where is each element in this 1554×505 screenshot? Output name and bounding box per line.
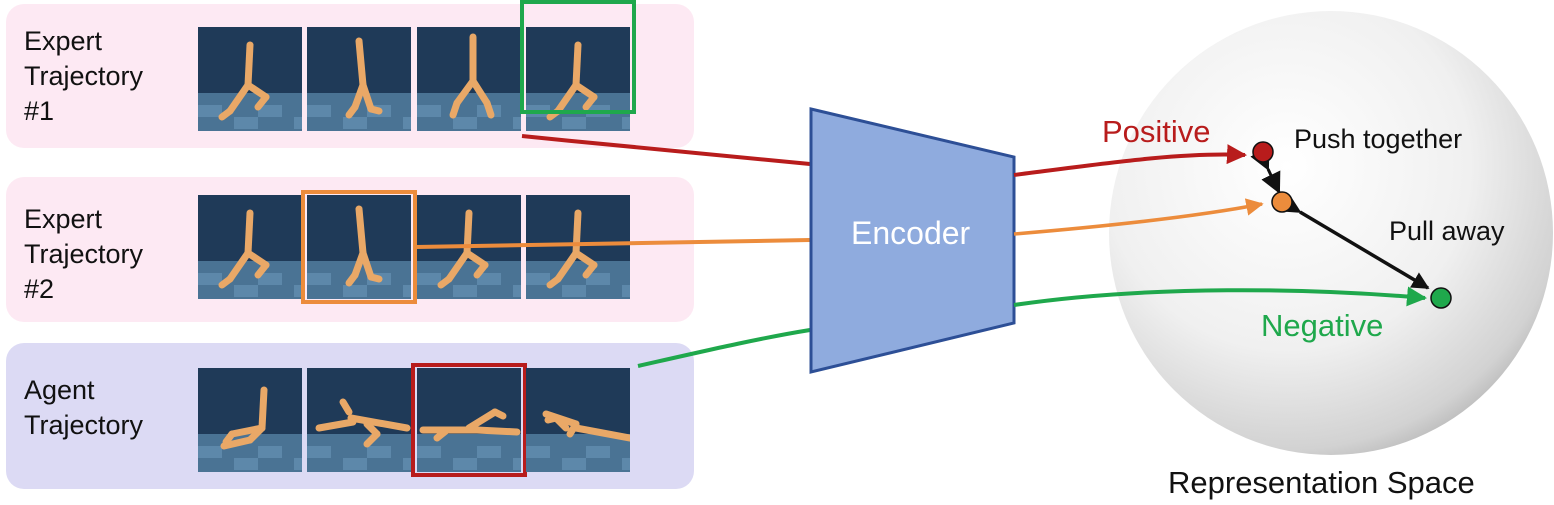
row-label-expert-2: Expert Trajectory #2 bbox=[24, 202, 143, 307]
negative-connector-line bbox=[637, 328, 811, 368]
encoder-block bbox=[809, 107, 1016, 374]
trajectory-frame bbox=[198, 368, 302, 472]
highlighted-frame-box bbox=[520, 0, 636, 114]
row-label-line: Trajectory bbox=[24, 410, 144, 440]
trajectory-frame bbox=[417, 27, 521, 131]
row-label-line: Trajectory bbox=[24, 61, 144, 91]
anchor-point bbox=[1271, 191, 1293, 213]
trajectory-frame bbox=[307, 195, 411, 299]
row-label-line: Agent bbox=[24, 375, 95, 405]
anchor-embedding-arrow bbox=[1013, 198, 1264, 236]
row-label-agent: Agent Trajectory bbox=[24, 373, 143, 443]
positive-label: Positive bbox=[1102, 114, 1211, 149]
push-together-label: Push together bbox=[1294, 124, 1463, 154]
positive-connector-line bbox=[521, 134, 811, 166]
anchor-connector-line bbox=[415, 238, 811, 249]
row-label-line: #2 bbox=[24, 274, 55, 304]
push-together-arrow bbox=[1250, 147, 1281, 194]
trajectory-frame bbox=[417, 368, 521, 472]
highlighted-frame-box bbox=[301, 190, 417, 304]
row-label-line: Trajectory bbox=[24, 239, 144, 269]
pull-away-label: Pull away bbox=[1389, 216, 1505, 246]
trajectory-frame bbox=[307, 27, 411, 131]
trajectory-frame bbox=[526, 368, 630, 472]
trajectory-frame bbox=[198, 195, 302, 299]
positive-point bbox=[1252, 141, 1274, 163]
highlighted-frame-box bbox=[411, 363, 527, 477]
negative-point bbox=[1430, 287, 1452, 309]
trajectory-frame bbox=[526, 195, 630, 299]
row-label-line: Expert bbox=[24, 204, 103, 234]
representation-space-title: Representation Space bbox=[1168, 465, 1475, 500]
positive-embedding-arrow bbox=[1013, 144, 1247, 177]
trajectory-frame bbox=[307, 368, 411, 472]
encoder-label: Encoder bbox=[851, 215, 971, 251]
row-label-line: #1 bbox=[24, 96, 55, 126]
pull-away-arrow bbox=[1281, 196, 1430, 290]
row-label-expert-1: Expert Trajectory #1 bbox=[24, 24, 143, 129]
row-label-line: Expert bbox=[24, 26, 103, 56]
negative-embedding-arrow bbox=[1013, 286, 1427, 307]
trajectory-frame bbox=[198, 27, 302, 131]
negative-label: Negative bbox=[1261, 308, 1384, 343]
